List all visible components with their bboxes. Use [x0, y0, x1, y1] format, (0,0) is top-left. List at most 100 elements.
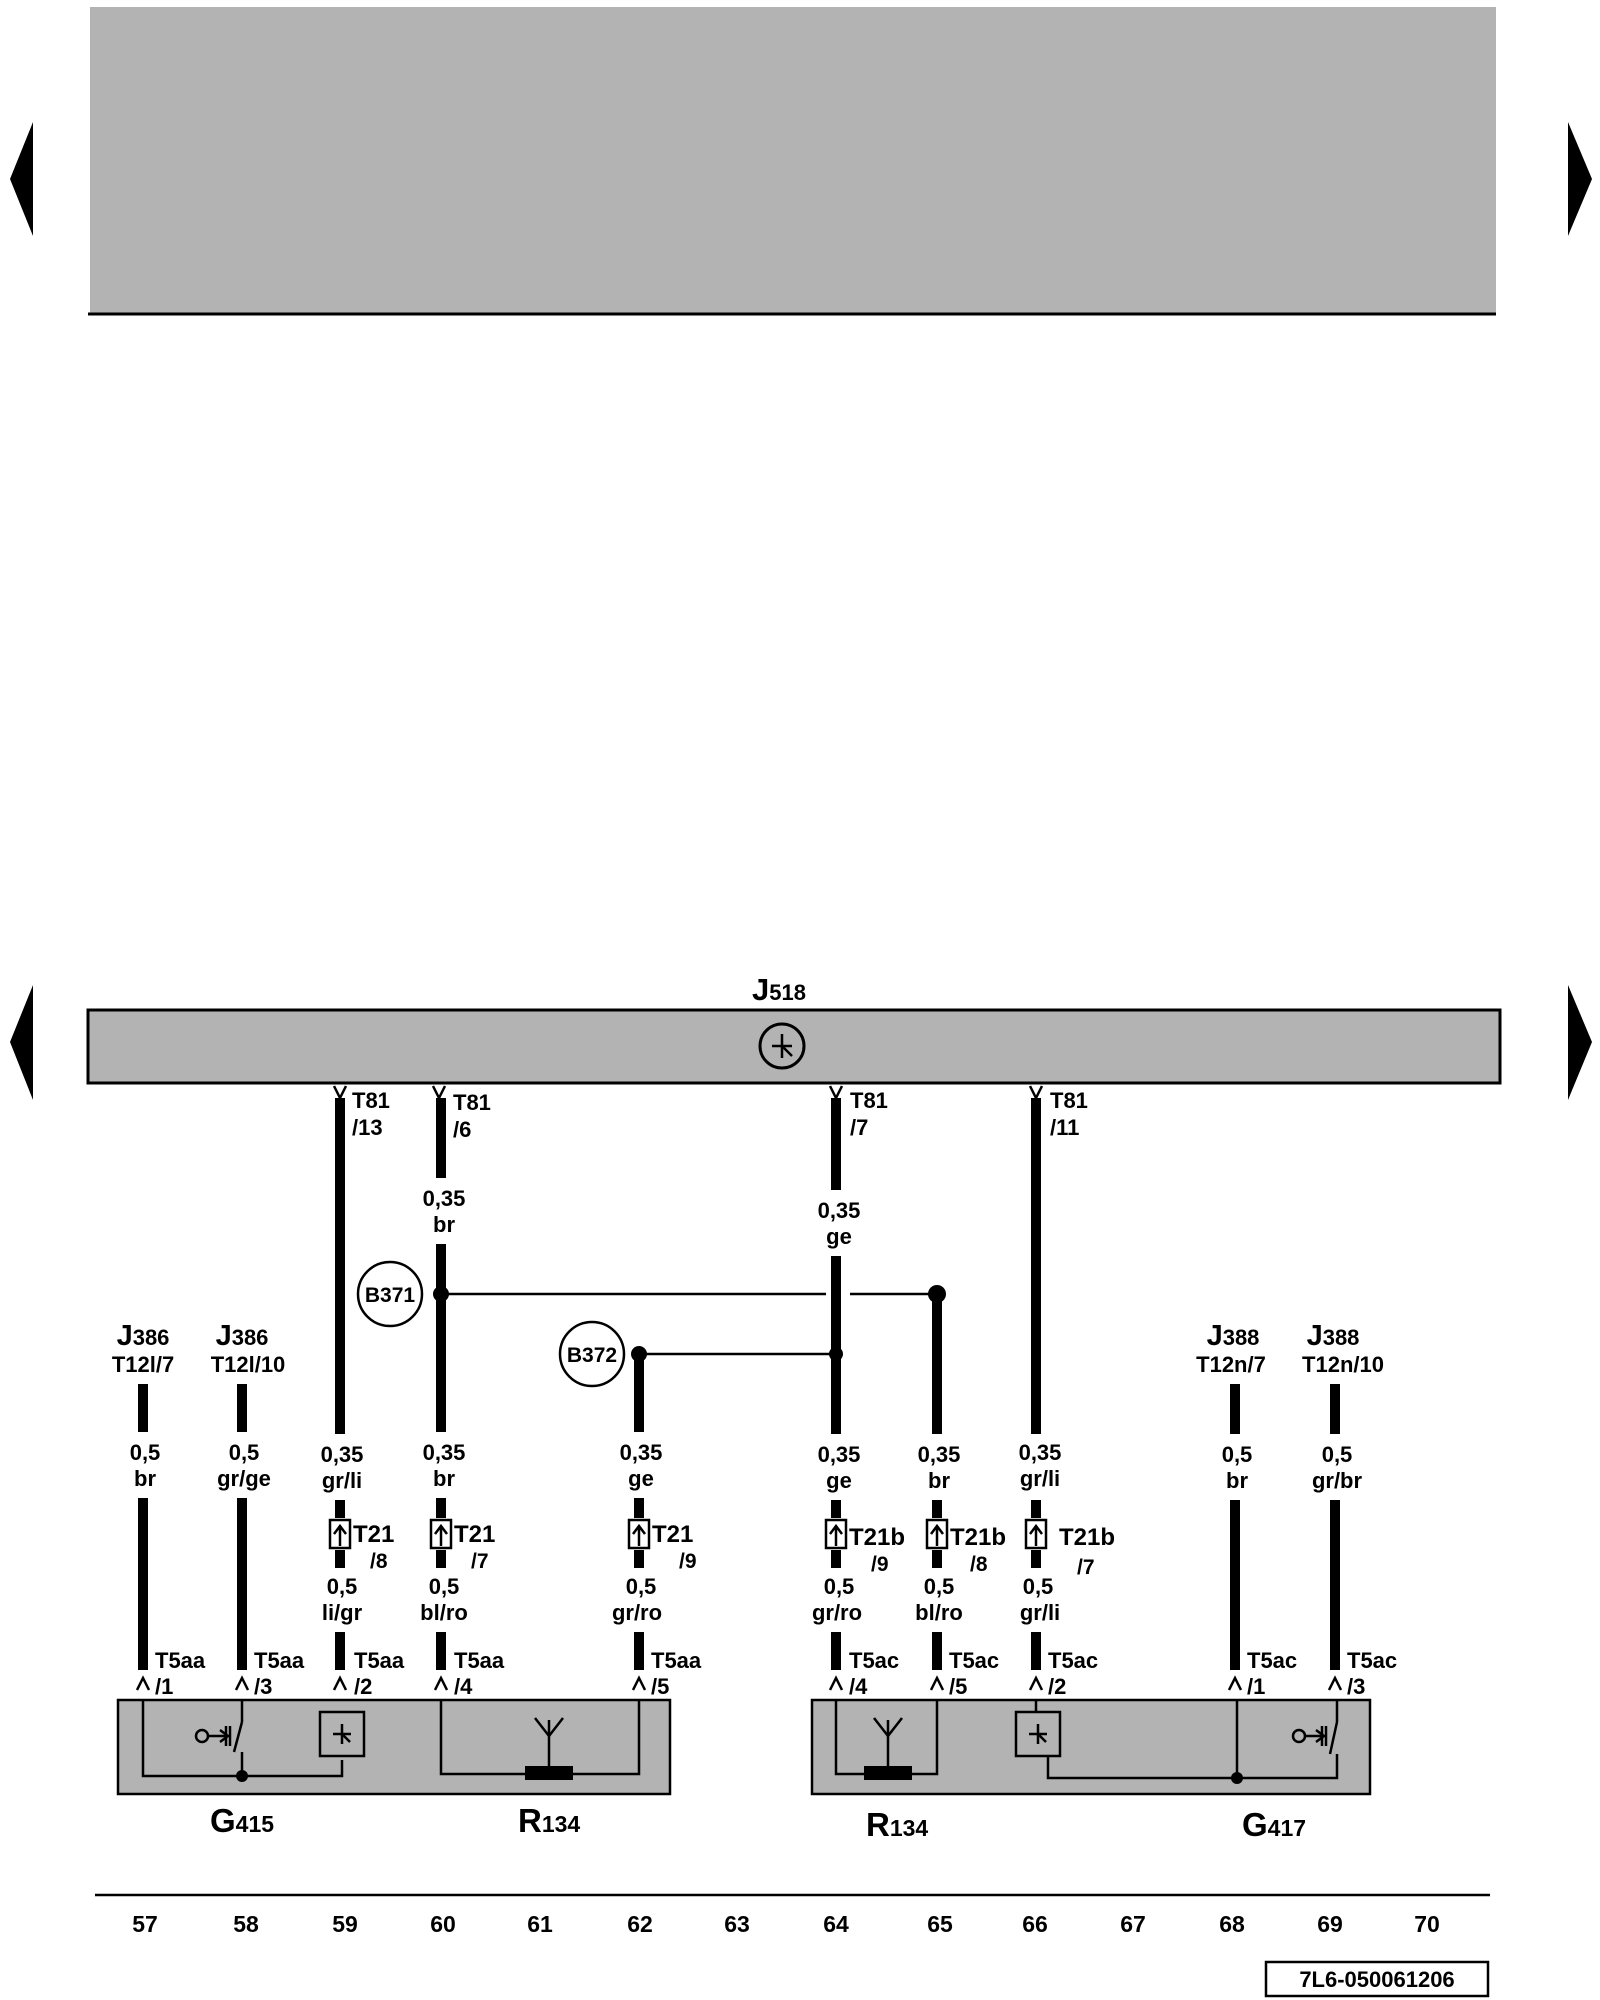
- control-unit-label: J518: [752, 972, 806, 1007]
- svg-text:0,5: 0,5: [1222, 1442, 1253, 1467]
- svg-text:bl/ro: bl/ro: [420, 1600, 468, 1625]
- svg-text:68: 68: [1219, 1911, 1245, 1937]
- column-numbers: 57 58 59 60 61 62 63 64 65 66 67 68 69 7…: [132, 1911, 1440, 1937]
- svg-text:/4: /4: [454, 1674, 473, 1699]
- svg-text:T5aa: T5aa: [155, 1648, 206, 1673]
- svg-text:0,5: 0,5: [1322, 1442, 1353, 1467]
- svg-text:57: 57: [132, 1911, 158, 1937]
- svg-text:0,5: 0,5: [924, 1574, 955, 1599]
- right-housing-junction: [1231, 1772, 1243, 1784]
- component-pin-labels: T5aa /1 T5aa /3 T5aa /2 T5aa /4 T5aa /5 …: [155, 1648, 1397, 1699]
- svg-text:br: br: [433, 1212, 455, 1237]
- inline-connector-arrows: [333, 1523, 1043, 1546]
- previous-page-arrow-icon-lower[interactable]: [10, 985, 33, 1100]
- document-id: 7L6-050061206: [1299, 1967, 1454, 1992]
- inline-connector-c66: T21b /7: [1059, 1524, 1115, 1579]
- svg-text:0,5: 0,5: [429, 1574, 460, 1599]
- svg-text:T5aa: T5aa: [354, 1648, 405, 1673]
- external-ref-j386-7: J386 T12l/7: [112, 1320, 174, 1377]
- inline-connector-c65: T21b /8: [950, 1524, 1006, 1576]
- svg-text:63: 63: [724, 1911, 750, 1937]
- external-ref-j388-7: J388 T12n/7: [1196, 1320, 1266, 1377]
- svg-text:T5aa: T5aa: [454, 1648, 505, 1673]
- svg-text:T21b: T21b: [849, 1524, 905, 1551]
- svg-text:T5ac: T5ac: [1048, 1648, 1098, 1673]
- svg-text:/9: /9: [679, 1550, 697, 1573]
- svg-text:T12l/7: T12l/7: [112, 1352, 174, 1377]
- svg-text:/7: /7: [471, 1550, 489, 1573]
- svg-text:J388: J388: [1307, 1320, 1360, 1352]
- transistor-symbol-icon: [758, 1022, 806, 1070]
- svg-text:T5aa: T5aa: [651, 1648, 702, 1673]
- inline-connector-c59: T21 /8: [353, 1521, 394, 1573]
- svg-text:J386: J386: [216, 1320, 269, 1352]
- left-component-housing: [116, 1698, 672, 1796]
- antenna-coil-right: [864, 1766, 912, 1780]
- svg-text:/7: /7: [1077, 1556, 1095, 1579]
- antenna-icon: [534, 1717, 564, 1766]
- previous-page-arrow-icon[interactable]: [10, 122, 33, 236]
- svg-text:59: 59: [332, 1911, 358, 1937]
- svg-text:/3: /3: [1347, 1674, 1365, 1699]
- reed-switch-icon: [194, 1721, 244, 1753]
- svg-text:T21b: T21b: [950, 1524, 1006, 1551]
- svg-text:0,5: 0,5: [130, 1440, 161, 1465]
- svg-text:T5ac: T5ac: [1347, 1648, 1397, 1673]
- svg-text:70: 70: [1414, 1911, 1440, 1937]
- svg-text:67: 67: [1120, 1911, 1146, 1937]
- inline-connector-c62: T21 /9: [652, 1521, 697, 1573]
- svg-text:0,35: 0,35: [423, 1186, 466, 1211]
- right-housing-wiring: [834, 1700, 1339, 1780]
- splice-b371: B371: [356, 1260, 424, 1328]
- component-label-r134-left: R134: [518, 1802, 580, 1839]
- next-page-arrow-icon-lower[interactable]: [1568, 985, 1592, 1100]
- antenna-coil: [525, 1766, 573, 1780]
- next-page-arrow-icon[interactable]: [1568, 122, 1592, 236]
- svg-text:T21: T21: [454, 1521, 495, 1548]
- external-ref-j386-10: J386 T12l/10: [211, 1320, 286, 1377]
- hall-sensor-icon: [318, 1710, 366, 1758]
- upper-wire-60-label: 0,35 br: [423, 1186, 466, 1237]
- svg-text:bl/ro: bl/ro: [915, 1600, 963, 1625]
- svg-text:gr/ge: gr/ge: [217, 1466, 271, 1491]
- wires: [138, 1098, 1340, 1670]
- component-label-r134-right: R134: [866, 1806, 928, 1843]
- svg-text:br: br: [1226, 1468, 1248, 1493]
- splice-b372: B372: [558, 1320, 626, 1388]
- svg-text:/4: /4: [849, 1674, 868, 1699]
- svg-text:B371: B371: [365, 1284, 416, 1307]
- svg-text:li/gr: li/gr: [322, 1600, 363, 1625]
- svg-text:0,35: 0,35: [321, 1442, 364, 1467]
- external-ref-j388-10: J388 T12n/10: [1302, 1320, 1384, 1377]
- svg-text:0,5: 0,5: [327, 1574, 358, 1599]
- svg-text:64: 64: [823, 1911, 849, 1937]
- svg-text:/1: /1: [1247, 1674, 1265, 1699]
- svg-text:0,5: 0,5: [229, 1440, 260, 1465]
- splice-links: [441, 1292, 937, 1356]
- svg-text:T21: T21: [652, 1521, 693, 1548]
- svg-text:69: 69: [1317, 1911, 1343, 1937]
- svg-text:/5: /5: [949, 1674, 967, 1699]
- reed-switch-icon-right: [1291, 1721, 1339, 1755]
- component-pin-arrows: [135, 1675, 1343, 1691]
- j518-pin-13: T81/13: [332, 1085, 390, 1140]
- splice-nodes: [433, 1285, 946, 1362]
- svg-text:65: 65: [927, 1911, 953, 1937]
- svg-text:0,35: 0,35: [1019, 1440, 1062, 1465]
- svg-text:/8: /8: [370, 1550, 388, 1573]
- svg-text:B372: B372: [567, 1344, 617, 1367]
- svg-text:62: 62: [627, 1911, 653, 1937]
- svg-text:60: 60: [430, 1911, 456, 1937]
- lower-wire-labels: 0,5 li/gr 0,5 bl/ro 0,5 gr/ro 0,5 gr/ro …: [322, 1574, 1060, 1625]
- svg-text:/2: /2: [1048, 1674, 1066, 1699]
- inline-connector-c64: T21b /9: [849, 1524, 905, 1576]
- svg-text:/1: /1: [155, 1674, 173, 1699]
- svg-text:0,35: 0,35: [918, 1442, 961, 1467]
- svg-text:T5ac: T5ac: [1247, 1648, 1297, 1673]
- svg-text:gr/ro: gr/ro: [612, 1600, 662, 1625]
- svg-text:66: 66: [1022, 1911, 1048, 1937]
- top-housing-panel: [90, 7, 1496, 314]
- svg-text:/3: /3: [254, 1674, 272, 1699]
- svg-text:J386: J386: [117, 1320, 170, 1352]
